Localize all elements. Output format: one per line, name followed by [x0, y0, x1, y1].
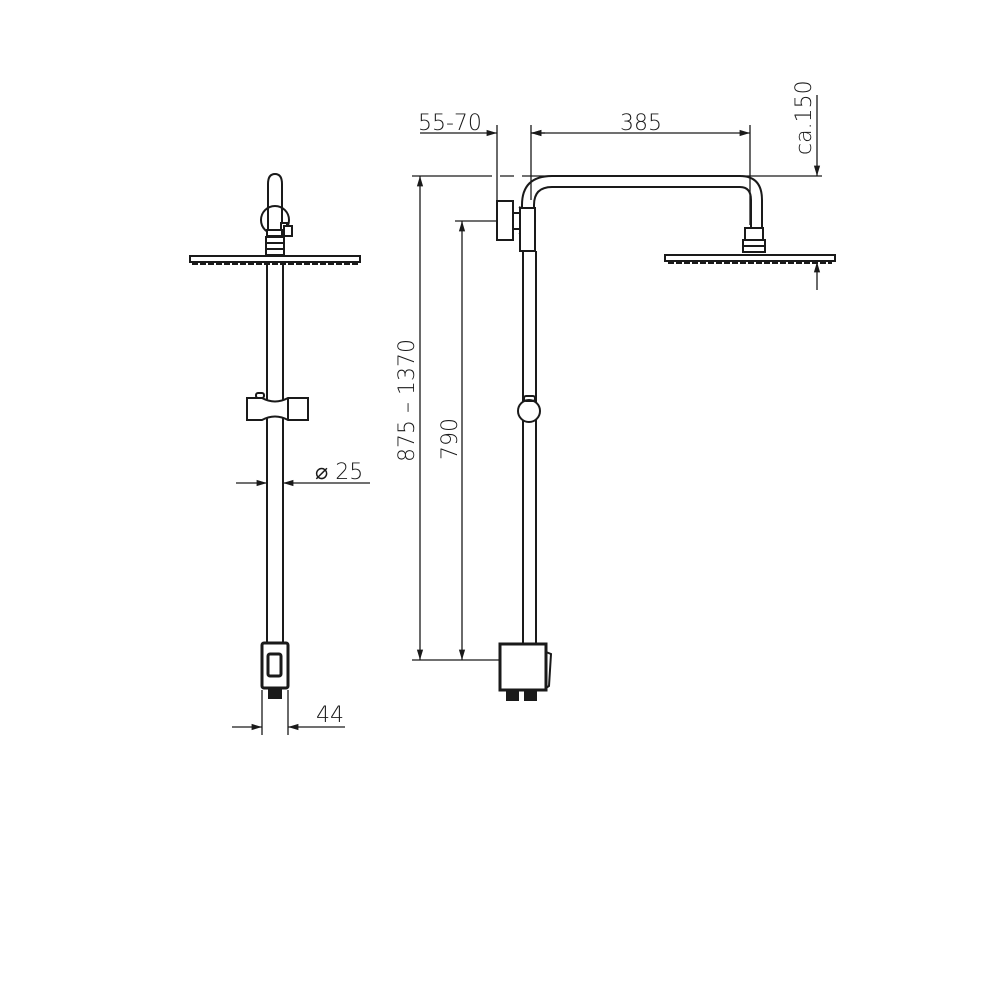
- front-view: [189, 172, 361, 699]
- side-wall-bracket: [496, 200, 537, 252]
- total-height-label: 875 – 1370: [395, 339, 420, 462]
- side-shower-head: [664, 254, 836, 262]
- front-shower-head: [189, 255, 361, 263]
- arm-length-label: 385: [620, 111, 662, 136]
- front-arm-top: [260, 172, 293, 256]
- lower-height-label: 790: [438, 418, 463, 460]
- head-height-label: ca.150: [792, 80, 817, 155]
- wall-offset-label: 55-70: [418, 111, 482, 136]
- side-arm: [521, 175, 763, 228]
- pipe-diameter-label: ⌀ 25: [315, 460, 363, 485]
- side-slide-holder: [517, 399, 541, 423]
- front-dimensions: [232, 479, 370, 735]
- base-width-label: 44: [316, 703, 344, 728]
- side-diverter-box: [498, 642, 553, 701]
- side-view: [496, 175, 836, 701]
- front-slide-holder: [246, 392, 309, 421]
- side-dimensions: [412, 95, 830, 661]
- front-diverter-box: [260, 641, 290, 699]
